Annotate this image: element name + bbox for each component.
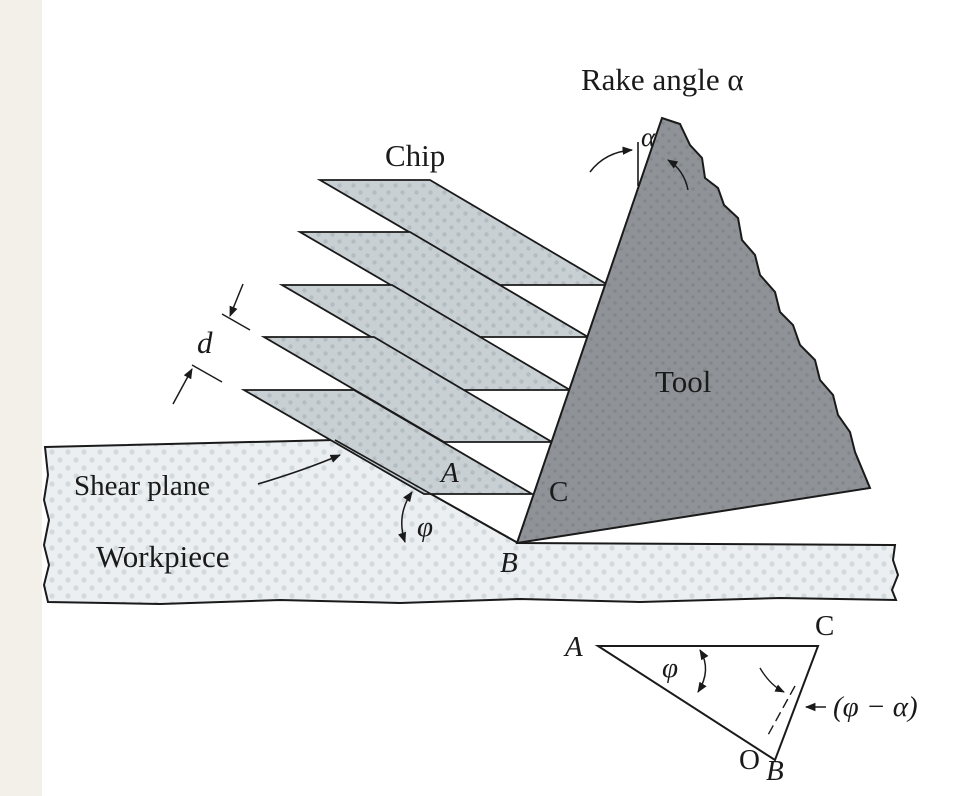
inset-o-label: O (739, 744, 760, 776)
shear-plane-label: Shear plane (74, 470, 211, 502)
velocity-triangle-inset (594, 645, 826, 762)
inset-phi-label: φ (662, 652, 679, 684)
shear-angle-arc (398, 491, 413, 543)
inset-c-label: C (815, 610, 835, 642)
tool (515, 116, 872, 545)
workpiece-label: Workpiece (96, 539, 230, 574)
inset-triangle (594, 645, 820, 762)
chip-segment-1 (240, 389, 536, 495)
inset-reference-line (767, 685, 796, 736)
tool-label: Tool (655, 364, 712, 399)
point-a-label: A (441, 457, 459, 489)
shear-plane-line (334, 439, 519, 544)
rake-angle-arrow-right (667, 159, 689, 191)
inset-angle-arc (759, 667, 785, 693)
point-c-label: C (549, 476, 569, 508)
inset-phi-arc (697, 649, 709, 693)
inset-b-label: B (766, 755, 784, 787)
shear-plane-pointer (257, 454, 341, 485)
alpha-mark-label: α (641, 122, 656, 152)
d-arrow-top (229, 283, 244, 317)
point-b-label: B (500, 547, 518, 579)
chip (240, 179, 612, 495)
rake-angle-label: Rake angle α (581, 62, 744, 97)
d-arrow-bottom (172, 368, 193, 405)
d-extension-top (221, 313, 251, 331)
page-margin (0, 0, 42, 796)
inset-phi-minus-alpha-label: (φ − α) (833, 691, 918, 723)
inset-a-label: A (565, 631, 583, 663)
rake-angle-arrow-left (589, 146, 634, 173)
chip-label: Chip (385, 138, 446, 173)
d-extension-bottom (191, 364, 223, 383)
phi-label: φ (417, 511, 434, 543)
workpiece (42, 438, 900, 606)
d-label: d (197, 325, 213, 360)
